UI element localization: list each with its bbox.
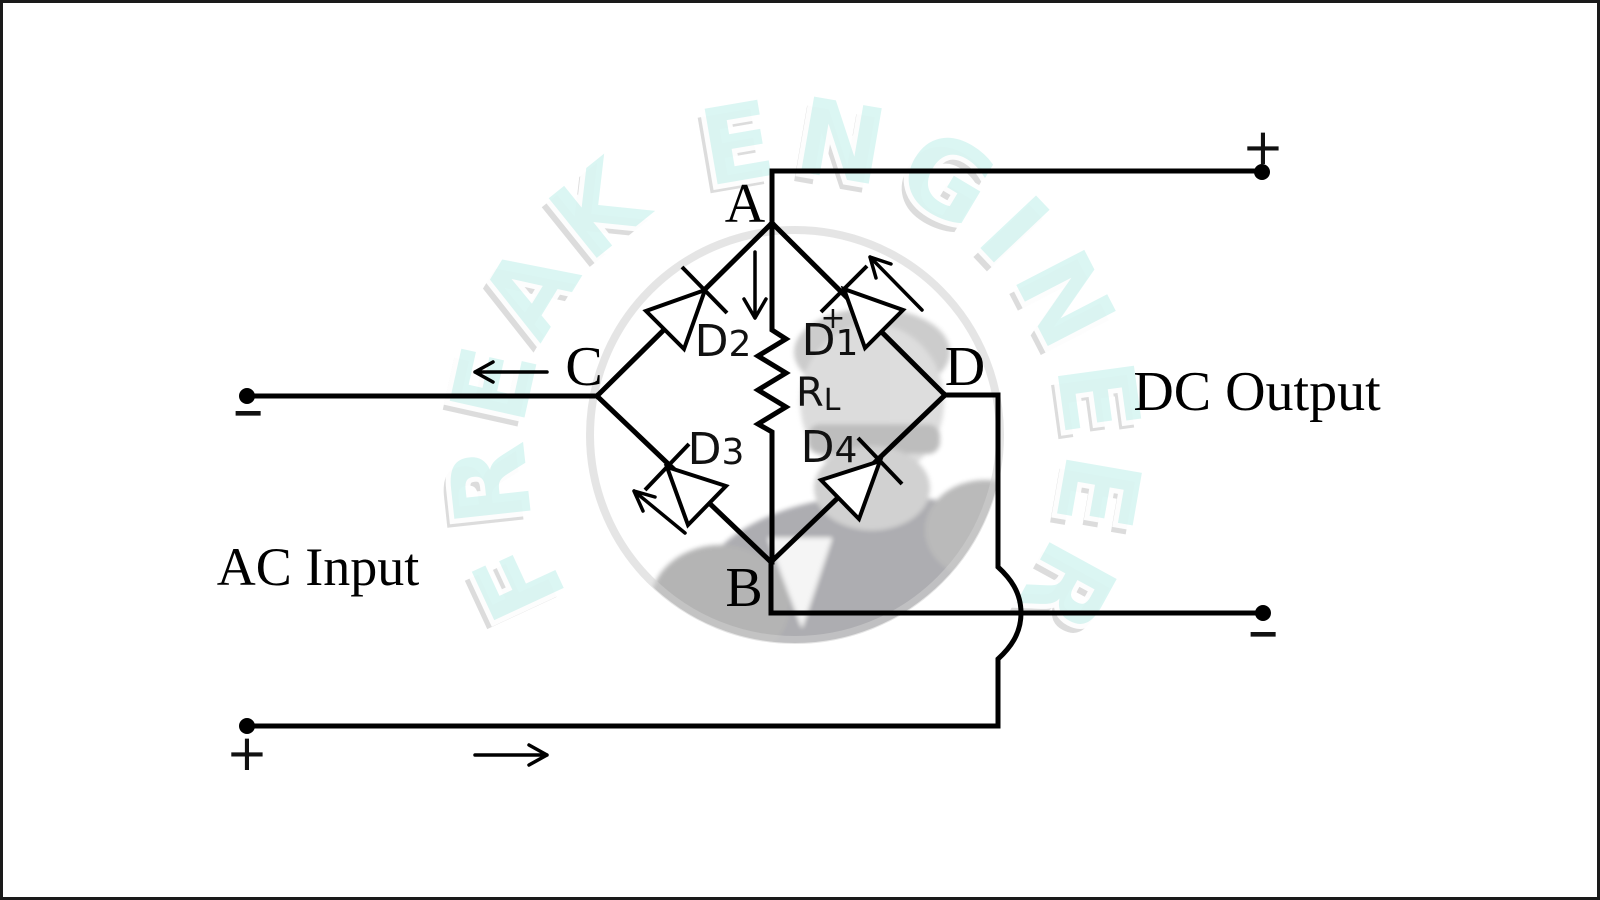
load-resistor-label: RL [796, 370, 841, 418]
node-label-a: A [725, 173, 766, 235]
diode-d4-symbol [817, 436, 904, 523]
wire-dc-negative [768, 559, 1266, 616]
diode-label-d4: D4 [801, 422, 858, 473]
current-arrow-ac-left [473, 360, 549, 384]
current-arrow-down-rl [742, 250, 768, 320]
terminal-minus-dc: − [1246, 611, 1280, 657]
diode-label-d1: D1 [802, 315, 859, 366]
diode-label-d2: D2 [695, 316, 752, 367]
terminal-dot-dc-minus [1255, 605, 1271, 621]
node-label-b: B [725, 557, 762, 619]
terminal-dot-ac-top [239, 388, 255, 404]
diode-d2-symbol [642, 265, 729, 353]
diode-symbols [642, 264, 907, 529]
terminal-minus-ac: − [231, 390, 265, 436]
resistor-rl-symbol [753, 220, 791, 565]
terminal-plus-ac: + [226, 724, 268, 782]
polarity-plus-mark: + [820, 301, 845, 336]
terminal-dot-dc-plus [1254, 164, 1270, 180]
diode-label-d3: D3 [688, 424, 745, 475]
labels: A B C D D2 D1 D3 D4 + RL AC Input DC Out… [217, 118, 1381, 782]
diode-d3-symbol [643, 442, 730, 529]
ac-input-label: AC Input [217, 537, 420, 597]
terminal-dots [239, 164, 1271, 734]
diode-d1-symbol [819, 264, 907, 352]
terminal-dot-ac-bottom [239, 718, 255, 734]
node-label-c: C [565, 336, 602, 398]
current-arrows [473, 250, 924, 767]
node-label-d: D [945, 336, 985, 398]
wire-dc-positive [769, 168, 1265, 226]
current-arrow-d1 [868, 255, 924, 312]
current-arrow-ac-bottom [473, 743, 549, 767]
dc-output-label: DC Output [1133, 361, 1381, 423]
current-arrow-d3 [632, 489, 687, 535]
wire-ac-bottom [244, 392, 1024, 729]
terminal-plus-dc: + [1242, 118, 1284, 176]
